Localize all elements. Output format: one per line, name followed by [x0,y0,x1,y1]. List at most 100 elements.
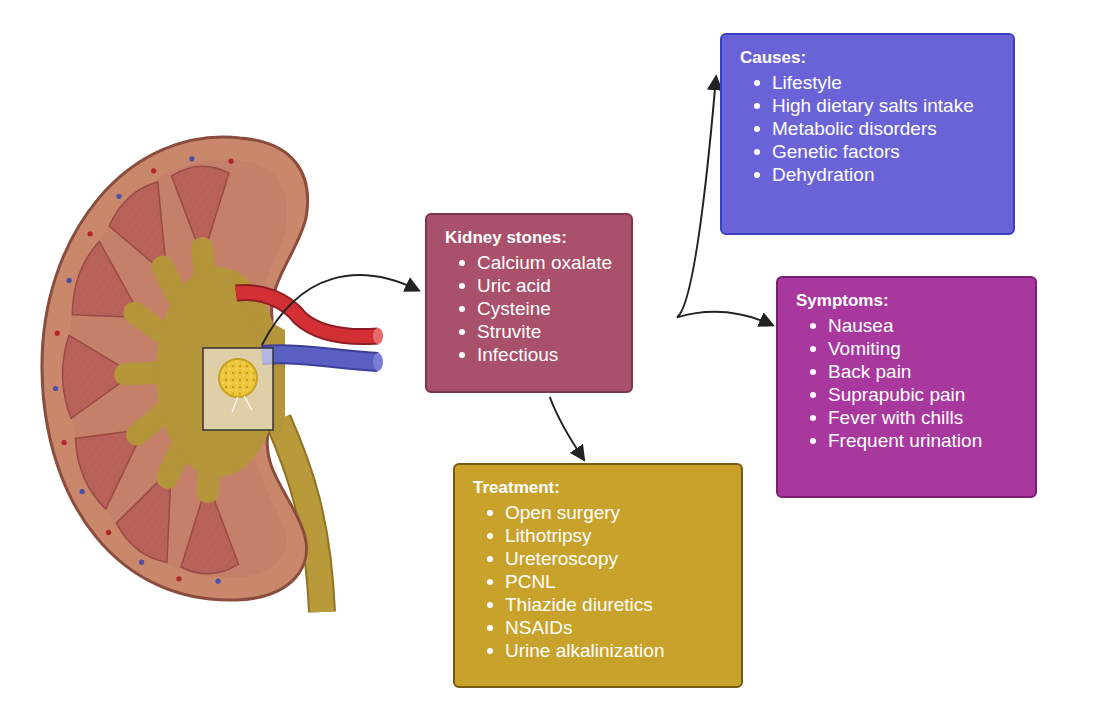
causes-box: Causes:LifestyleHigh dietary salts intak… [720,33,1015,235]
bullet [754,126,760,132]
list-item: High dietary salts intake [740,94,997,117]
list-item: Nausea [796,314,1019,337]
list-item: Uric acid [445,274,615,297]
vessel-dot [215,579,220,584]
list-item: Struvite [445,320,615,343]
list-text: Nausea [828,314,894,337]
bullet [754,80,760,86]
list-text: PCNL [505,570,556,593]
bullet [810,323,816,329]
list-item: Suprapubic pain [796,383,1019,406]
renal-artery [373,328,383,344]
renal-vein [262,354,378,362]
bullet [487,648,493,654]
bullet [810,438,816,444]
symptoms-box: Symptoms:NauseaVomitingBack painSuprapub… [776,276,1037,498]
list-item: Lithotripsy [473,524,725,547]
list-item: Calcium oxalate [445,251,615,274]
bullet [459,329,465,335]
list-item: Dehydration [740,163,997,186]
vessel-dot [228,159,233,164]
vessel-dot [116,194,121,199]
bullet [754,172,760,178]
kidney-cortex [42,137,308,600]
bullet [810,346,816,352]
box-heading: Causes: [740,47,997,69]
stone-inset [203,348,273,430]
vessel-dot [189,156,194,161]
list-text: Vomiting [828,337,901,360]
list-item: Lifestyle [740,71,997,94]
bullet [487,533,493,539]
bullet [487,625,493,631]
list-text: Suprapubic pain [828,383,965,406]
list-item: Frequent urination [796,429,1019,452]
list-item: Back pain [796,360,1019,383]
list-text: Cysteine [477,297,551,320]
bullet [487,602,493,608]
vessel-dot [106,530,111,535]
list-text: Uric acid [477,274,551,297]
list-item: Urine alkalinization [473,639,725,662]
list-text: Back pain [828,360,911,383]
bullet [487,556,493,562]
treatment-box: Treatment:Open surgeryLithotripsyUretero… [453,463,743,688]
list-item: Ureteroscopy [473,547,725,570]
leader-arrow [262,275,418,345]
list-text: Infectious [477,343,558,366]
box-heading: Symptoms: [796,290,1019,312]
list-item: PCNL [473,570,725,593]
list-text: Ureteroscopy [505,547,618,570]
vessel-dot [151,168,156,173]
vessel-dot [61,440,66,445]
bullet [810,369,816,375]
kidney-stone [221,361,255,395]
list-text: Lifestyle [772,71,842,94]
list-text: Metabolic disorders [772,117,937,140]
vessel-dot [55,331,60,336]
list-text: Calcium oxalate [477,251,612,274]
list-item: Genetic factors [740,140,997,163]
vessel-dot [80,489,85,494]
list-item: NSAIDs [473,616,725,639]
bullet [487,579,493,585]
list-text: Dehydration [772,163,874,186]
renal-vein [262,354,378,362]
bullet [810,415,816,421]
renal-artery [236,292,378,336]
box-heading: Treatment: [473,477,725,499]
list-text: Fever with chills [828,406,963,429]
stone-types-box: Kidney stones:Calcium oxalateUric acidCy… [425,213,633,393]
vessel-dot [176,576,181,581]
bullet [754,103,760,109]
list-text: High dietary salts intake [772,94,974,117]
list-item: Open surgery [473,501,725,524]
list-item: Metabolic disorders [740,117,997,140]
list-text: Frequent urination [828,429,982,452]
box-heading: Kidney stones: [445,227,615,249]
bullet [459,306,465,312]
bullet [810,392,816,398]
list-text: Urine alkalinization [505,639,664,662]
list-text: Open surgery [505,501,620,524]
list-text: Lithotripsy [505,524,592,547]
list-item: Fever with chills [796,406,1019,429]
vessel-dot [53,386,58,391]
list-text: Struvite [477,320,541,343]
bullet [754,149,760,155]
renal-vein [373,353,383,371]
kidney-stone [219,359,257,397]
connector-arrow [677,312,772,325]
bullet [487,510,493,516]
bullet [459,283,465,289]
list-item: Thiazide diuretics [473,593,725,616]
vessel-dot [66,278,71,283]
connector-arrow [677,77,716,317]
list-text: Genetic factors [772,140,900,163]
renal-artery [236,292,378,336]
list-text: Thiazide diuretics [505,593,653,616]
list-text: NSAIDs [505,616,573,639]
list-item: Cysteine [445,297,615,320]
list-item: Vomiting [796,337,1019,360]
vessel-dot [139,560,144,565]
